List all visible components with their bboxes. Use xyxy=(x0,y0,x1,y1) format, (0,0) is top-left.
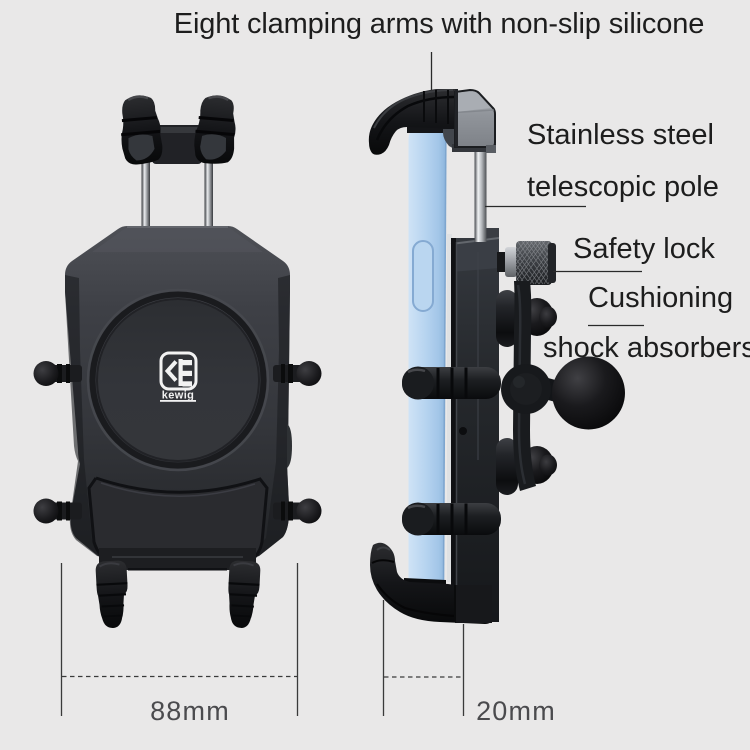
svg-text:Safety lock: Safety lock xyxy=(573,233,715,265)
svg-text:kewig: kewig xyxy=(162,390,195,402)
svg-text:shock absorbers: shock absorbers xyxy=(543,332,750,364)
svg-text:88mm: 88mm xyxy=(150,696,230,726)
svg-text:Eight clamping arms with non-s: Eight clamping arms with non-slip silico… xyxy=(174,8,704,40)
svg-text:Cushioning: Cushioning xyxy=(588,282,733,314)
svg-text:Stainless steel: Stainless steel xyxy=(527,119,714,151)
svg-text:telescopic pole: telescopic pole xyxy=(527,171,719,203)
svg-text:20mm: 20mm xyxy=(476,696,556,726)
